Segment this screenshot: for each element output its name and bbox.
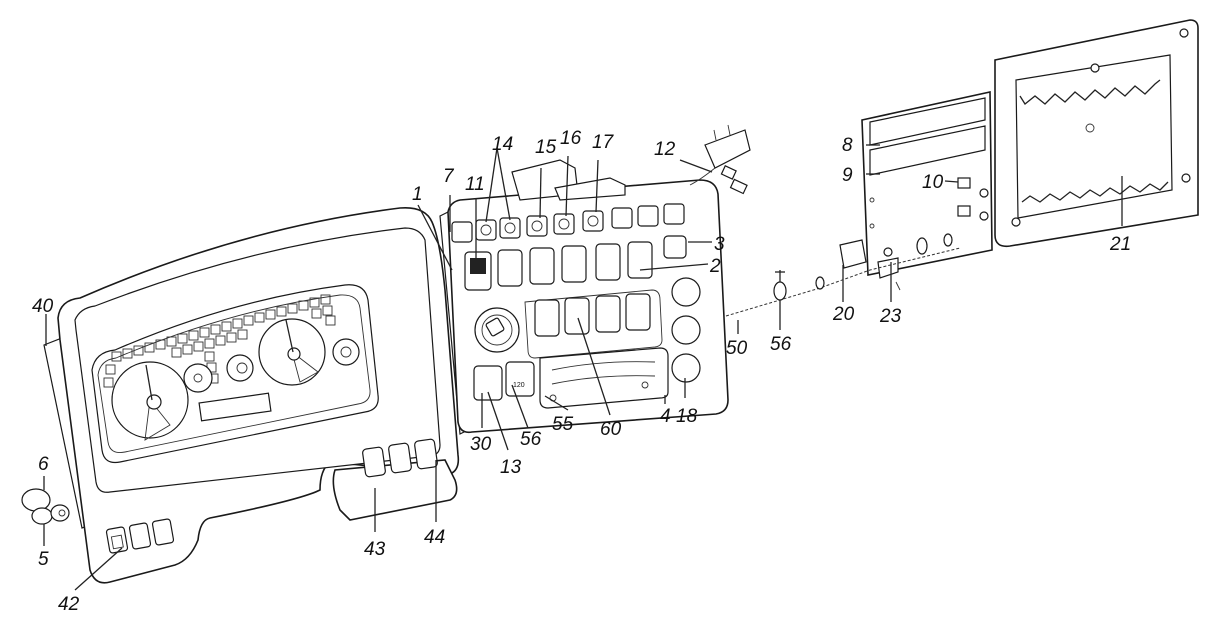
instrument-cluster-housing: [43, 206, 460, 584]
wiring-harness-50: [725, 233, 961, 317]
callout-3: 3: [714, 234, 725, 255]
small-gauge-1: [183, 363, 213, 393]
callout-43: 43: [364, 539, 386, 560]
tachometer-gauge: [258, 318, 326, 386]
relay-20: [839, 239, 867, 269]
callout-21: 21: [1109, 234, 1131, 255]
ignition-switch: [474, 307, 520, 353]
callout-42: 42: [58, 594, 80, 615]
speedometer-gauge: [111, 361, 189, 441]
small-gauge-3: [332, 338, 360, 366]
callout-56-clamp: 56: [770, 334, 792, 355]
callout-17: 17: [592, 132, 615, 153]
callout-50: 50: [726, 338, 748, 359]
small-gauge-2: [226, 354, 254, 382]
callout-16: 16: [560, 128, 582, 149]
callout-20: 20: [832, 304, 855, 325]
bracket-23: [877, 247, 901, 291]
callout-44: 44: [424, 527, 445, 548]
callout-40: 40: [32, 296, 54, 317]
rocker-switch-row-upper: [464, 235, 687, 291]
relay-board: [861, 91, 993, 276]
light-switch-assembly: [21, 488, 70, 525]
rear-mounting-plate: [994, 19, 1199, 248]
callout-60: 60: [600, 419, 622, 440]
callout-55: 55: [552, 414, 574, 435]
callout-12: 12: [654, 139, 676, 160]
callout-15: 15: [535, 137, 557, 158]
callout-56: 56: [520, 429, 542, 450]
callout-7: 7: [443, 166, 455, 187]
callout-5: 5: [38, 549, 49, 570]
callout-2: 2: [709, 256, 721, 277]
rocker-switch-row-lower: [524, 289, 663, 359]
callout-9: 9: [842, 165, 853, 186]
callout-10: 10: [922, 172, 944, 193]
callout-6: 6: [38, 454, 49, 475]
switch-panel: 120: [439, 159, 729, 435]
storage-compartment: [539, 347, 669, 409]
callout-1: 1: [412, 184, 423, 205]
callout-14: 14: [492, 134, 513, 155]
callout-4: 4: [660, 406, 671, 427]
wiring-connector: [689, 124, 751, 195]
callout-18: 18: [676, 406, 698, 427]
round-indicator-column: [671, 277, 701, 383]
lower-switch-tray: [332, 438, 458, 521]
leader-lines: [43, 144, 1123, 591]
callout-30: 30: [470, 434, 492, 455]
odometer-display: [198, 392, 272, 422]
gauge-marking-120: 120: [513, 382, 525, 389]
callout-13: 13: [500, 457, 522, 478]
callout-23: 23: [879, 306, 902, 327]
callout-labels: 1 2 3 4 5 6 7 8 9 10 11 12 13 14 15 16 1…: [32, 128, 1131, 615]
top-switch-row: [451, 203, 685, 243]
callout-8: 8: [842, 135, 853, 156]
lower-left-switch-group: [105, 518, 175, 554]
callout-11: 11: [465, 174, 485, 195]
warning-lamp-row: [103, 294, 336, 388]
